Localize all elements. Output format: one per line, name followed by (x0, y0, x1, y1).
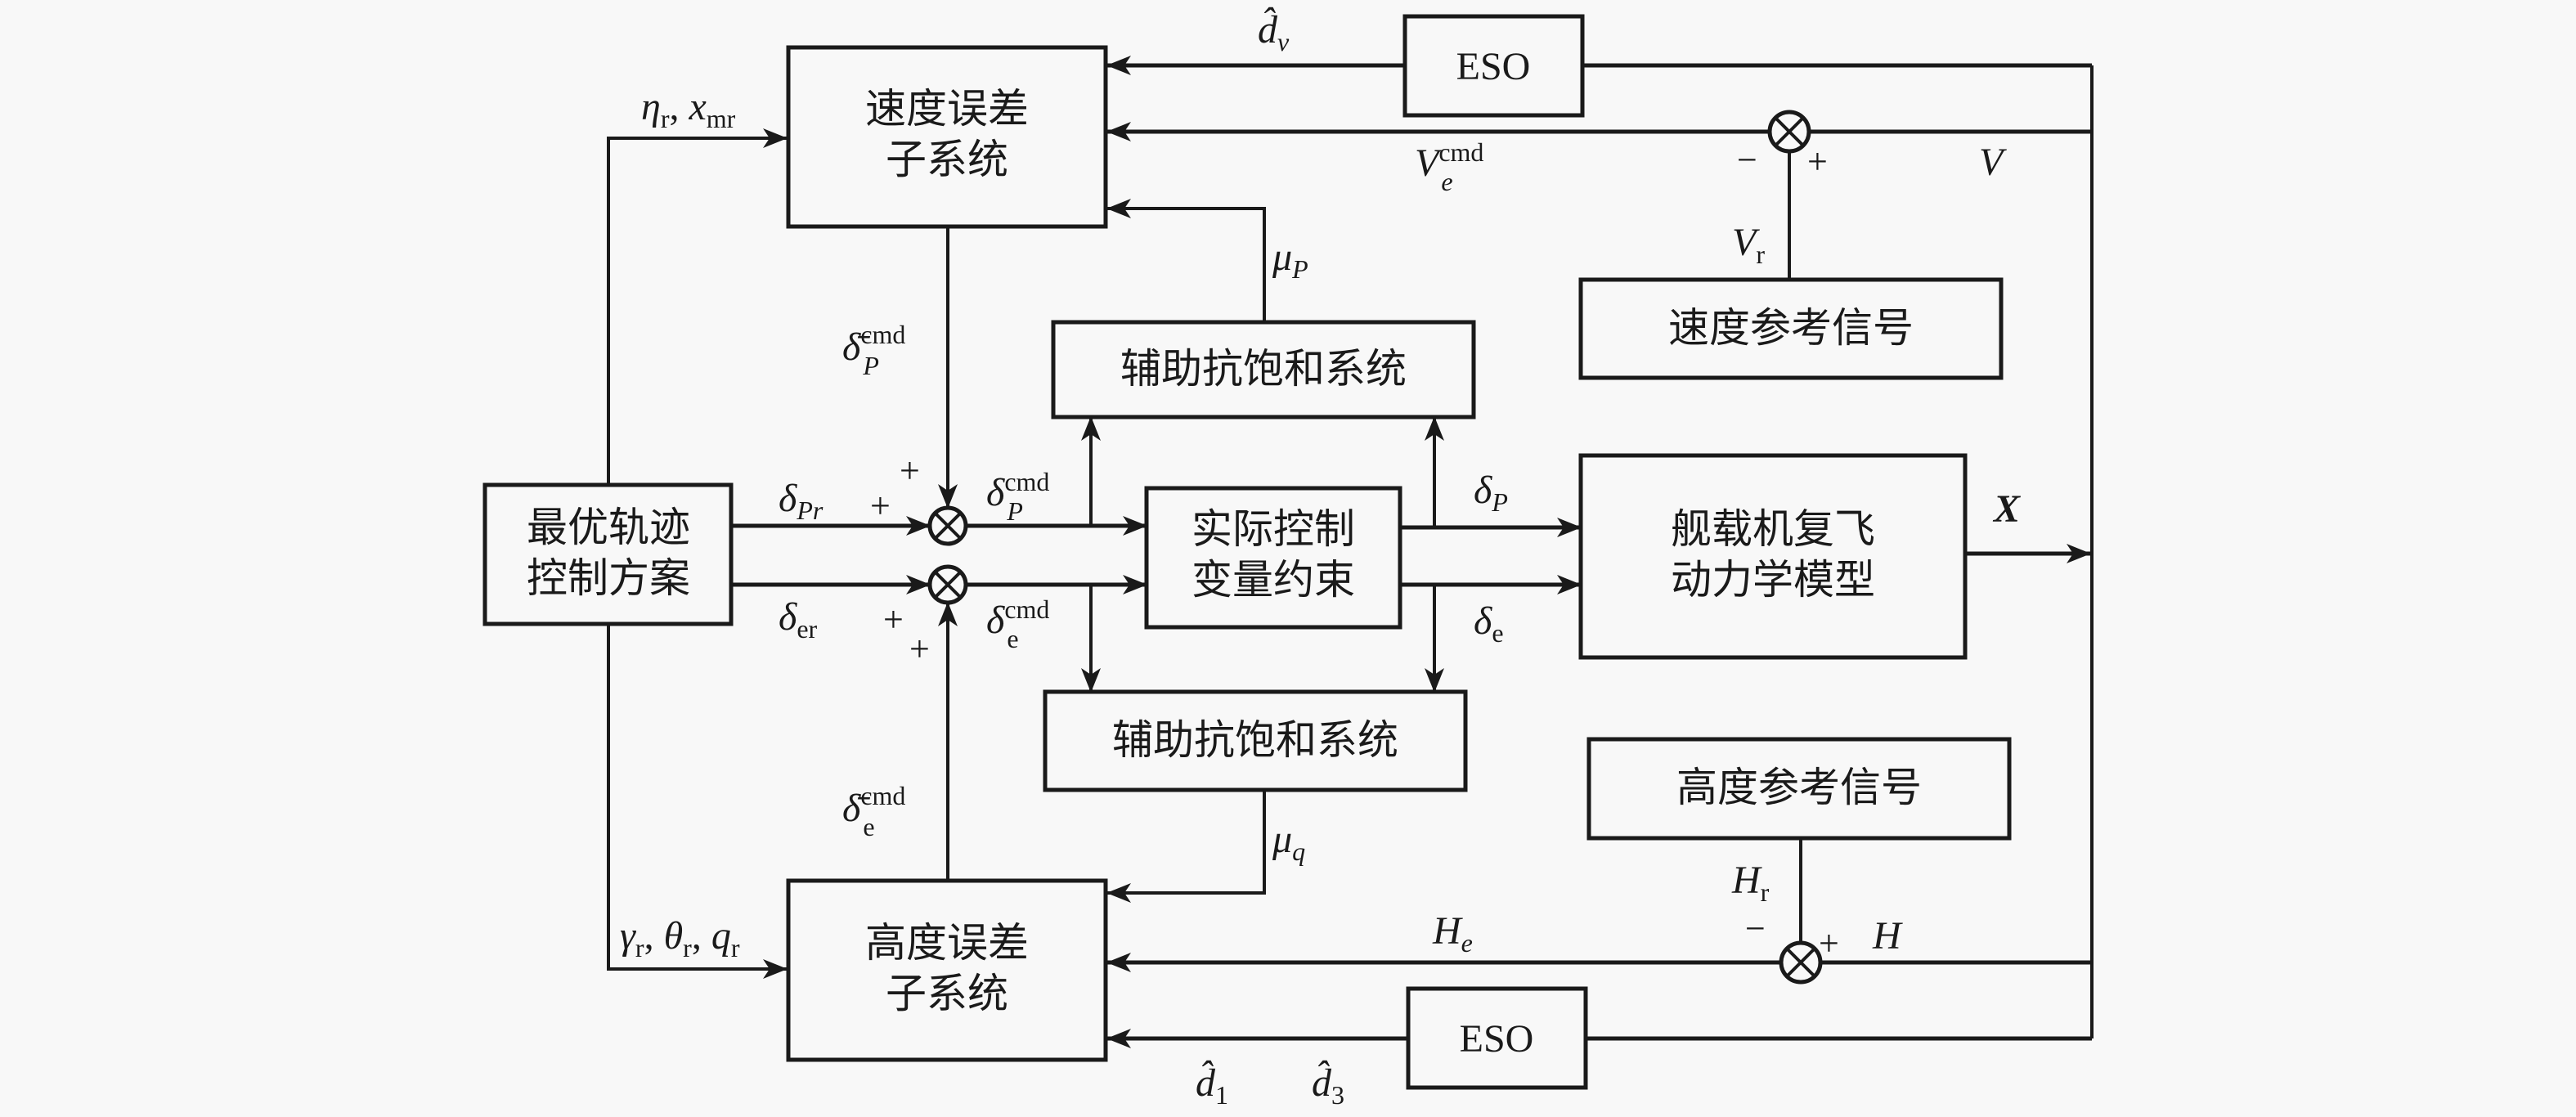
label-delta-pr: δPr (779, 477, 824, 525)
eso-bottom-label: ESO (1460, 1017, 1534, 1061)
label-v-r: Vr (1732, 221, 1765, 269)
constraint-line1: 实际控制 (1192, 505, 1355, 553)
eso-top-block: ESO (1402, 14, 1585, 118)
height-reference-block: 高度参考信号 (1586, 737, 2012, 841)
speed-reference-label: 速度参考信号 (1668, 304, 1914, 352)
aux-antisat-bottom-block: 辅助抗饱和系统 (1043, 689, 1468, 792)
eso-bottom-block: ESO (1406, 986, 1588, 1090)
wire-mu-p (1106, 199, 1266, 322)
label-v: V (1979, 141, 2007, 184)
dynamics-line1: 舰载机复飞 (1671, 505, 1875, 553)
optimal-trajectory-line2: 控制方案 (527, 554, 690, 602)
speed-error-label-line1: 速度误差 (865, 85, 1029, 132)
sign-plus-delta-er: + (883, 599, 904, 639)
aux-antisat-bottom-label: 辅助抗饱和系统 (1112, 716, 1398, 764)
dynamics-line2: 动力学模型 (1671, 556, 1875, 603)
sum-junction-speed (1767, 110, 1811, 154)
wire-gamma-theta-q (607, 624, 788, 979)
actual-control-constraint-block: 实际控制 变量约束 (1144, 486, 1402, 630)
wire-mu-q (1106, 790, 1266, 903)
height-error-label-line2: 子系统 (886, 970, 1008, 1017)
label-x-state: X (1992, 487, 2021, 531)
height-error-label-line1: 高度误差 (865, 919, 1029, 967)
label-eta-x: ηr, xmr (641, 85, 736, 133)
height-reference-label: 高度参考信号 (1676, 764, 1922, 811)
sign-plus-delta-pr: + (870, 486, 891, 526)
sum-junction-delta-e (927, 564, 968, 605)
optimal-trajectory-block: 最优轨迹 控制方案 (482, 482, 734, 626)
label-h-r: Hr (1731, 859, 1770, 907)
label-delta-e: δe (1474, 599, 1504, 648)
label-delta-er: δer (779, 595, 818, 644)
sign-plus-top-sum-vertical: + (900, 451, 920, 491)
speed-reference-block: 速度参考信号 (1578, 277, 2004, 380)
label-delta-p: δP (1474, 469, 1508, 517)
aux-antisat-top-block: 辅助抗饱和系统 (1051, 320, 1476, 419)
speed-error-subsystem-block: 速度误差 子系统 (786, 45, 1108, 229)
label-h: H (1872, 914, 1903, 958)
optimal-trajectory-line1: 最优轨迹 (527, 504, 690, 551)
height-error-subsystem-block: 高度误差 子系统 (786, 878, 1108, 1062)
dynamics-model-block: 舰载机复飞 动力学模型 (1578, 453, 1968, 660)
sign-minus-speed: − (1737, 140, 1757, 180)
sign-plus-bottom-sum-vertical: + (909, 629, 930, 669)
aux-antisat-top-label: 辅助抗饱和系统 (1120, 345, 1407, 393)
label-d-v-hat: d̂v (1258, 6, 1290, 56)
eso-top-label: ESO (1456, 45, 1531, 88)
constraint-line2: 变量约束 (1192, 556, 1355, 603)
label-gamma-theta-q: γr, θr, qr (620, 914, 740, 962)
sign-minus-height: − (1745, 908, 1766, 949)
label-d3-hat: d̂3 (1312, 1059, 1344, 1110)
sum-junction-height (1779, 940, 1823, 985)
label-d1-hat: d̂1 (1196, 1059, 1228, 1110)
label-mu-p: μP (1272, 236, 1308, 284)
sum-junction-delta-p (927, 505, 968, 546)
sign-plus-speed: + (1807, 141, 1828, 182)
sign-plus-height: + (1819, 923, 1839, 963)
label-h-e: He (1432, 909, 1473, 958)
label-mu-q: μq (1272, 818, 1305, 866)
speed-error-label-line2: 子系统 (886, 136, 1008, 183)
wire-eta-x (607, 128, 788, 485)
